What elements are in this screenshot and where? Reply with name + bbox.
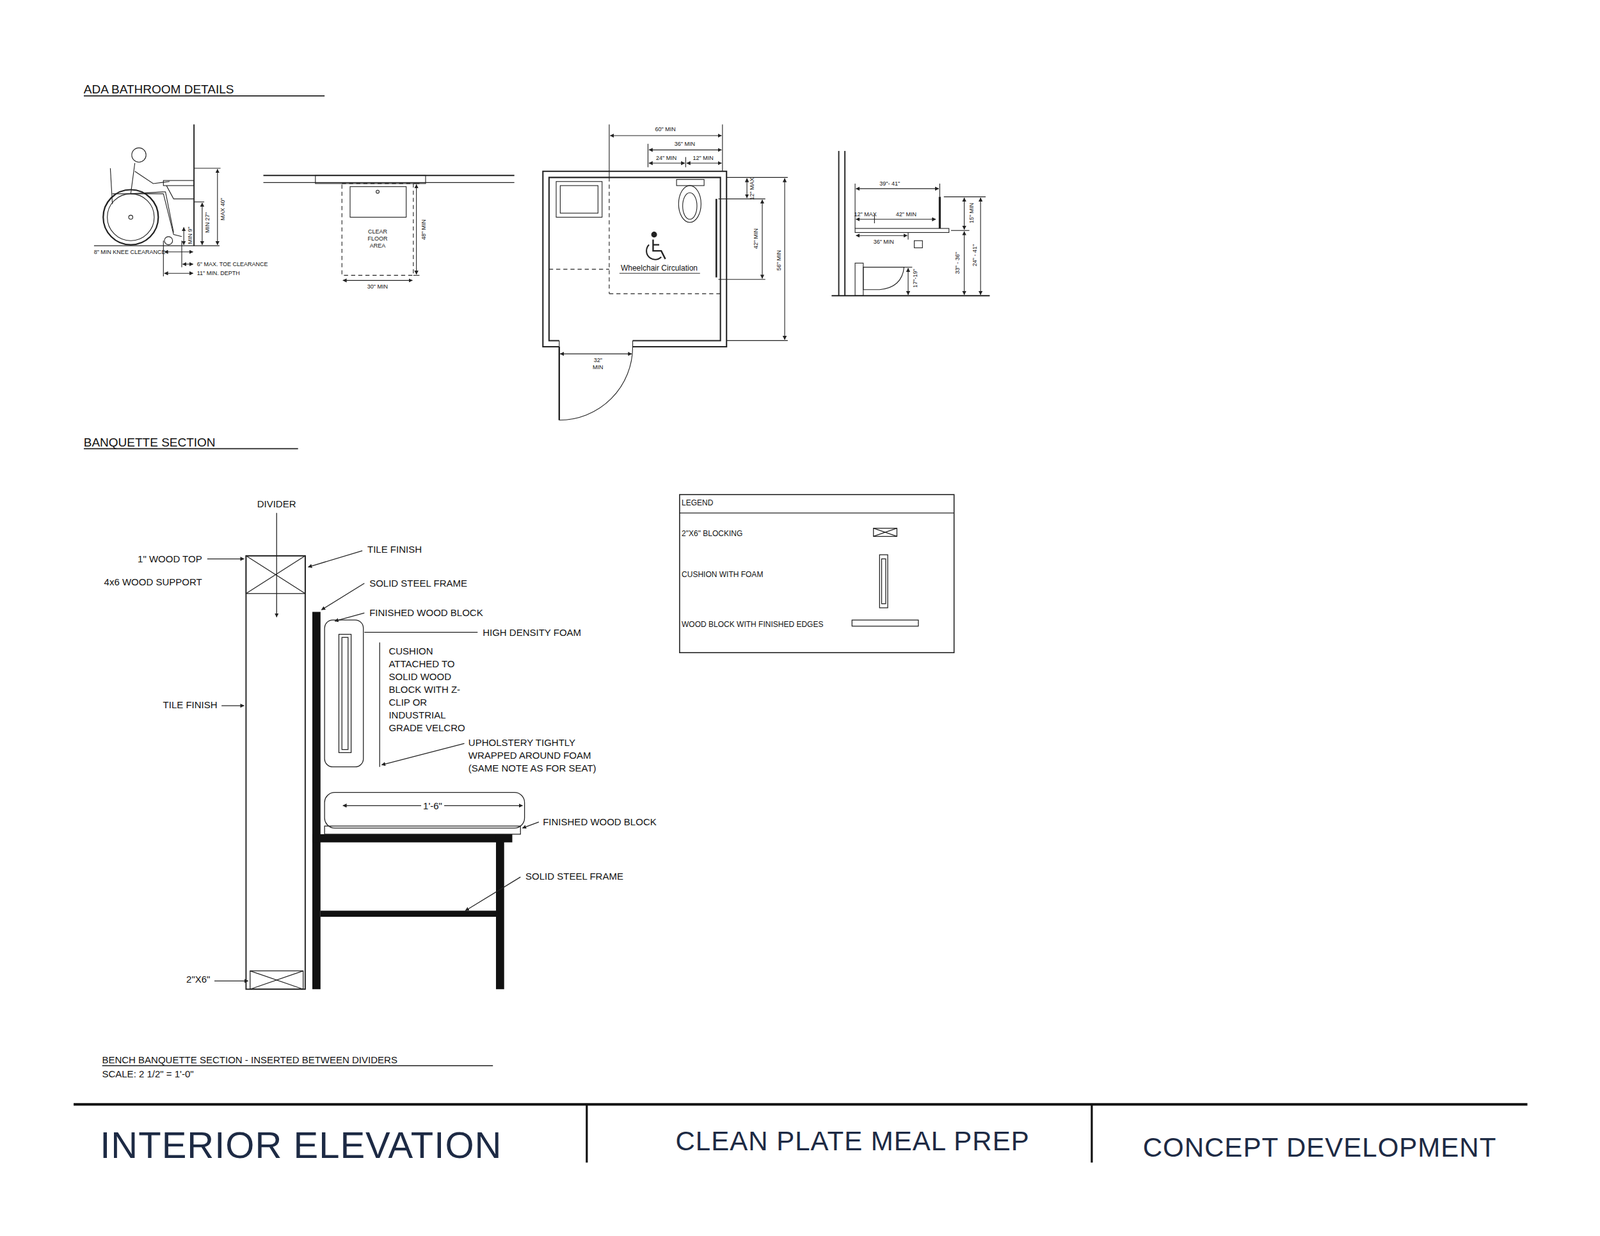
callout-note: TILE FINISH: [367, 544, 422, 556]
title-block-text: CLEAN PLATE MEAL PREP: [675, 1125, 1030, 1158]
dimension-text: 6" MAX. TOE CLEARANCE: [197, 261, 269, 269]
dimension-text: 11" MIN. DEPTH: [197, 270, 240, 278]
callout-note: 2"X6": [186, 974, 210, 986]
dimension-text: 48" MIN: [419, 219, 427, 240]
callout-note: SOLID STEEL FRAME: [525, 871, 624, 883]
dimension-text: 17"-19": [912, 269, 920, 288]
callout-note: 1" WOOD TOP: [137, 553, 203, 566]
sheet-title: INTERIOR ELEVATION: [99, 1123, 502, 1169]
legend-swatch: [879, 554, 888, 608]
area-label: CLEAR FLOOR AREA: [362, 228, 393, 249]
dimension-text: 32" MIN: [588, 357, 608, 372]
legend-box: [679, 494, 955, 653]
dimension-text: 33" - 36": [953, 252, 961, 274]
drawing-caption: BENCH BANQUETTE SECTION - INSERTED BETWE…: [101, 1054, 397, 1067]
legend-text: 2"X6" BLOCKING: [681, 529, 743, 539]
dimension-text: 42" MIN: [896, 210, 917, 218]
dimension-text: 12" MIN: [692, 154, 713, 162]
dimension-text: 8" MIN KNEE CLEARANCE: [94, 248, 166, 256]
dimension-text: 36" MIN: [674, 140, 696, 148]
legend-heading: LEGEND: [681, 498, 713, 508]
drawing-caption: SCALE: 2 1/2" = 1'-0": [101, 1068, 194, 1081]
callout-note: UPHOLSTERY TIGHTLY WRAPPED AROUND FOAM (…: [468, 736, 612, 776]
title-block-text: CONCEPT DEVELOPMENT: [1143, 1131, 1497, 1164]
section-heading: BANQUETTE SECTION: [83, 435, 216, 451]
dimension-text: MIN 27": [203, 211, 211, 233]
dimension-text: 1'-6": [421, 800, 445, 813]
dimension-text: 36" MIN: [873, 238, 895, 246]
callout-note: CUSHION ATTACHED TO SOLID WOOD BLOCK WIT…: [388, 645, 471, 735]
dimension-text: 39"- 41": [879, 180, 900, 188]
dimension-text: 30" MIN: [367, 283, 388, 291]
dimension-text: 24" MIN: [656, 154, 677, 162]
callout-note: FINISHED WOOD BLOCK: [369, 607, 484, 619]
legend-swatch: [851, 620, 919, 627]
dimension-text: 60" MIN: [654, 126, 676, 134]
callout-note: 4x6 WOOD SUPPORT: [104, 576, 203, 589]
dimension-text: MIN 9": [186, 227, 194, 245]
section-heading: ADA BATHROOM DETAILS: [83, 82, 235, 98]
callout-note: DIVIDER: [257, 498, 297, 511]
dimension-text: 12" MAX: [853, 210, 877, 218]
dimension-text: 12" MAX: [748, 177, 756, 200]
callout-note: FINISHED WOOD BLOCK: [542, 816, 657, 829]
area-label: Wheelchair Circulation: [620, 263, 698, 273]
dimension-text: 15" MIN: [967, 202, 975, 224]
dimension-text: 24" - 41": [970, 243, 978, 266]
legend-swatch: [873, 528, 898, 537]
ada-details: [83, 96, 991, 421]
dimension-text: 42" MIN: [752, 228, 760, 249]
callout-note: TILE FINISH: [163, 699, 218, 712]
legend-text: CUSHION WITH FOAM: [681, 569, 763, 579]
dimension-text: MAX 40": [218, 197, 226, 221]
legend-text: WOOD BLOCK WITH FINISHED EDGES: [681, 620, 824, 630]
dimension-text: 56" MIN: [775, 249, 783, 271]
callout-note: HIGH DENSITY FOAM: [482, 627, 582, 639]
callout-note: SOLID STEEL FRAME: [369, 577, 468, 590]
